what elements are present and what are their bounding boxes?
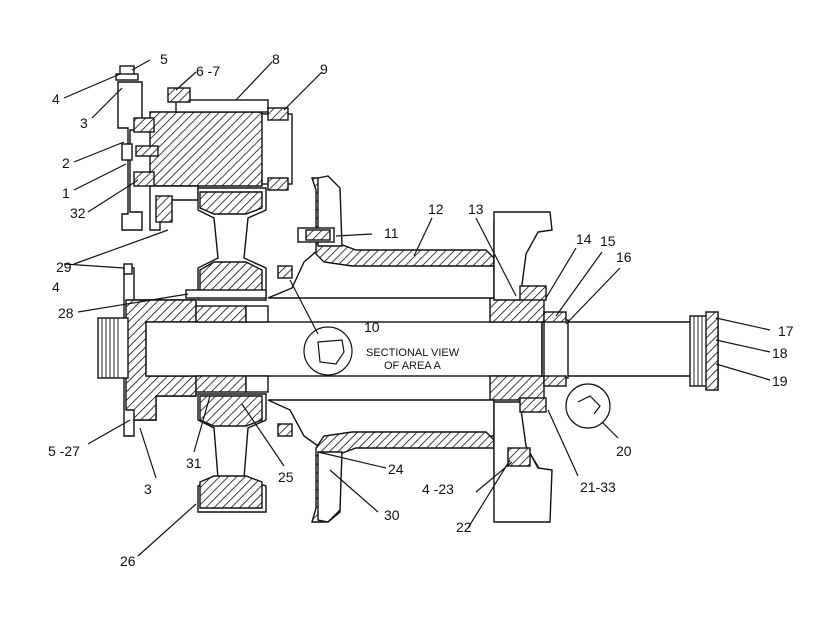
seals bbox=[277, 265, 547, 437]
callout-2: 2 bbox=[62, 155, 70, 171]
callout-25: 25 bbox=[278, 469, 294, 485]
callout-15: 15 bbox=[600, 233, 616, 249]
callout-4: 4 bbox=[52, 91, 60, 107]
callout-labels: 4 5 3 6 -7 8 9 2 1 32 29 4 28 11 12 13 1… bbox=[48, 51, 794, 569]
callout-3b: 3 bbox=[144, 481, 152, 497]
callout-14: 14 bbox=[576, 231, 592, 247]
callout-5-27: 5 -27 bbox=[48, 443, 80, 459]
sectional-view-caption: SECTIONAL VIEW OF AREA A bbox=[366, 347, 460, 372]
callout-17: 17 bbox=[778, 323, 794, 339]
callout-11: 11 bbox=[384, 225, 399, 241]
caption-line-1: SECTIONAL VIEW bbox=[366, 347, 460, 359]
callout-24: 24 bbox=[388, 461, 404, 477]
callout-26: 26 bbox=[120, 553, 136, 569]
callout-13: 13 bbox=[468, 201, 484, 217]
pinion-carrier bbox=[115, 65, 293, 231]
callout-3: 3 bbox=[80, 115, 88, 131]
callout-29: 29 bbox=[56, 259, 72, 275]
callout-4b: 4 bbox=[52, 279, 60, 295]
leader-lines bbox=[63, 59, 771, 557]
callout-21-33: 21-33 bbox=[580, 479, 616, 495]
callout-10: 10 bbox=[364, 319, 380, 335]
callout-4-23: 4 -23 bbox=[422, 481, 454, 497]
callout-16: 16 bbox=[616, 249, 632, 265]
callout-5: 5 bbox=[160, 51, 168, 67]
callout-18: 18 bbox=[772, 345, 788, 361]
callout-8: 8 bbox=[272, 51, 280, 67]
callout-20: 20 bbox=[616, 443, 632, 459]
callout-32: 32 bbox=[70, 205, 86, 221]
callout-6-7: 6 -7 bbox=[196, 63, 220, 79]
callout-30: 30 bbox=[384, 507, 400, 523]
main-gear-26 bbox=[197, 187, 267, 513]
callout-1: 1 bbox=[62, 185, 70, 201]
detail-circle-20 bbox=[565, 383, 611, 429]
caption-line-2: OF AREA A bbox=[384, 360, 442, 372]
housing-12 bbox=[267, 175, 553, 523]
detail-circle-10 bbox=[303, 326, 353, 376]
callout-9: 9 bbox=[320, 61, 328, 77]
callout-22: 22 bbox=[456, 519, 472, 535]
callout-31b: 31 bbox=[186, 455, 202, 471]
callout-28: 28 bbox=[58, 305, 74, 321]
callout-12: 12 bbox=[428, 201, 444, 217]
left-flange bbox=[97, 263, 267, 437]
callout-19: 19 bbox=[772, 373, 788, 389]
